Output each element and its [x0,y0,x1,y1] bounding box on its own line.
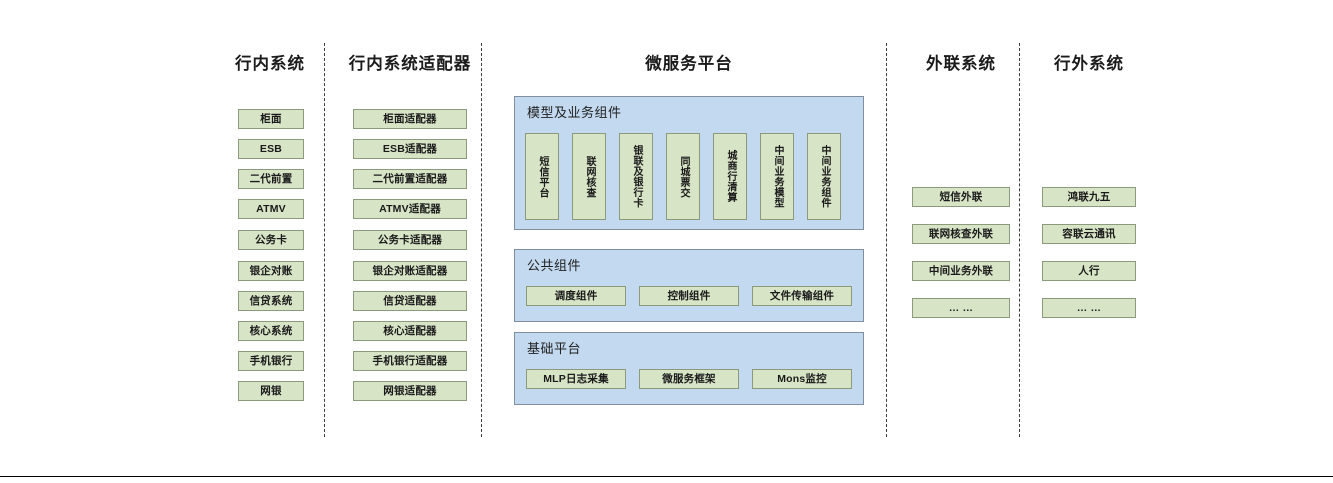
list-item[interactable]: 核心系统 [238,321,304,341]
panel-base-platform: 基础平台 [514,332,864,405]
column-title-microservice-platform: 微服务平台 [645,55,733,73]
panel-title: 公共组件 [527,258,582,273]
divider-1 [324,43,325,437]
column-title-internal-system-adapters: 行内系统适配器 [348,55,472,73]
list-item[interactable]: 调度组件 [526,286,626,306]
list-item[interactable]: 同城票交 [666,133,700,220]
list-item[interactable]: 银企对账适配器 [353,261,467,281]
column-title-external-link-systems: 外联系统 [926,55,996,73]
list-item[interactable]: 联网核查 [572,133,606,220]
divider-3 [886,43,887,437]
list-item[interactable]: ATMV适配器 [353,199,467,219]
list-item[interactable]: 人行 [1042,261,1136,281]
list-item[interactable]: 中间业务模型 [760,133,794,220]
list-item[interactable]: 银企对账 [238,261,304,281]
panel-public-components: 公共组件 [514,249,864,322]
list-item[interactable]: 二代前置适配器 [353,169,467,189]
list-item[interactable]: 容联云通讯 [1042,224,1136,244]
list-item[interactable]: ESB适配器 [353,139,467,159]
list-item[interactable]: 网银 [238,381,304,401]
list-item[interactable]: 鸿联九五 [1042,187,1136,207]
list-item[interactable]: 控制组件 [639,286,739,306]
list-item[interactable]: … … [1042,298,1136,318]
list-item[interactable]: 网银适配器 [353,381,467,401]
list-item[interactable]: 短信平台 [525,133,559,220]
list-item[interactable]: 公务卡 [238,230,304,250]
divider-4 [1019,43,1020,437]
list-item[interactable]: 中间业务外联 [912,261,1010,281]
list-item[interactable]: 公务卡适配器 [353,230,467,250]
list-item[interactable]: 二代前置 [238,169,304,189]
list-item[interactable]: 银联及银行卡 [619,133,653,220]
list-item[interactable]: 柜面适配器 [353,109,467,129]
list-item[interactable]: 信贷系统 [238,291,304,311]
list-item[interactable]: 信贷适配器 [353,291,467,311]
column-title-outside-bank-systems: 行外系统 [1054,55,1124,73]
list-item[interactable]: ESB [238,139,304,159]
list-item[interactable]: 短信外联 [912,187,1010,207]
column-title-internal-systems: 行内系统 [235,55,305,73]
list-item[interactable]: 文件传输组件 [752,286,852,306]
list-item[interactable]: 城商行清算 [713,133,747,220]
list-item[interactable]: … … [912,298,1010,318]
list-item[interactable]: ATMV [238,199,304,219]
list-item[interactable]: Mons监控 [752,369,852,389]
list-item[interactable]: 中间业务组件 [807,133,841,220]
list-item[interactable]: MLP日志采集 [526,369,626,389]
list-item[interactable]: 联网核查外联 [912,224,1010,244]
list-item[interactable]: 手机银行 [238,351,304,371]
divider-2 [481,43,482,437]
bottom-rule [0,476,1333,477]
list-item[interactable]: 核心适配器 [353,321,467,341]
list-item[interactable]: 柜面 [238,109,304,129]
list-item[interactable]: 手机银行适配器 [353,351,467,371]
panel-title: 模型及业务组件 [527,105,622,120]
panel-title: 基础平台 [527,341,582,356]
list-item[interactable]: 微服务框架 [639,369,739,389]
